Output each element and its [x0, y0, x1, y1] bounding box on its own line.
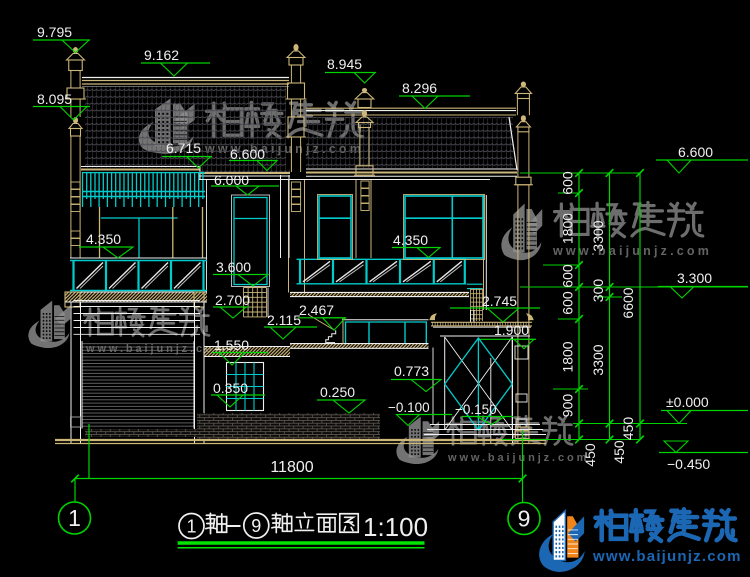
svg-text:0.250: 0.250: [320, 384, 355, 400]
svg-text:4.350: 4.350: [393, 232, 428, 248]
svg-text:9.795: 9.795: [37, 24, 72, 40]
svg-text:3.300: 3.300: [677, 270, 712, 286]
svg-text:1: 1: [186, 517, 196, 537]
svg-text:600: 600: [560, 171, 576, 195]
svg-text:600: 600: [560, 264, 576, 288]
svg-text:450: 450: [582, 443, 598, 467]
svg-text:0.350: 0.350: [213, 380, 248, 396]
svg-text:2.115: 2.115: [267, 312, 301, 328]
svg-text:6.600: 6.600: [678, 144, 713, 160]
svg-text:9.162: 9.162: [144, 47, 179, 63]
svg-text:1.900: 1.900: [494, 322, 529, 338]
svg-text:2.700: 2.700: [215, 292, 250, 308]
svg-text:6.715: 6.715: [166, 140, 201, 156]
svg-text:300: 300: [590, 279, 606, 303]
svg-text:2.467: 2.467: [299, 302, 334, 318]
svg-text:2.745: 2.745: [482, 293, 517, 309]
svg-text:600: 600: [560, 291, 576, 315]
svg-text:0.773: 0.773: [394, 363, 429, 379]
svg-text:1.550: 1.550: [214, 337, 249, 353]
svg-text:−0.150: −0.150: [455, 402, 497, 417]
svg-text:450: 450: [611, 440, 627, 464]
svg-text:6.600: 6.600: [230, 146, 265, 162]
svg-text:3300: 3300: [590, 344, 606, 375]
svg-text:www.baijunjz.com: www.baijunjz.com: [447, 452, 589, 464]
svg-text:8.296: 8.296: [402, 80, 437, 96]
svg-text:1:100: 1:100: [363, 512, 428, 542]
svg-text:1800: 1800: [560, 341, 576, 372]
svg-text:6600: 6600: [620, 287, 636, 318]
svg-text:9: 9: [518, 506, 531, 532]
svg-text:−0.100: −0.100: [388, 400, 430, 415]
svg-text:900: 900: [560, 394, 576, 418]
svg-text:9: 9: [251, 516, 261, 536]
svg-text:3.600: 3.600: [216, 259, 251, 275]
svg-text:1: 1: [68, 505, 81, 531]
svg-text:11800: 11800: [270, 459, 313, 476]
svg-text:www.baijunjz.com: www.baijunjz.com: [552, 244, 712, 258]
svg-text:450: 450: [620, 417, 636, 441]
svg-text:3300: 3300: [590, 220, 606, 251]
svg-text:6.000: 6.000: [214, 172, 249, 188]
svg-text:±0.000: ±0.000: [666, 394, 709, 410]
svg-text:8.095: 8.095: [37, 91, 72, 107]
svg-text:−0.450: −0.450: [667, 456, 710, 472]
svg-text:1800: 1800: [560, 213, 576, 244]
svg-text:www.baijunjz.com: www.baijunjz.com: [592, 548, 742, 565]
svg-text:4.350: 4.350: [86, 231, 121, 247]
svg-text:8.945: 8.945: [327, 56, 362, 72]
